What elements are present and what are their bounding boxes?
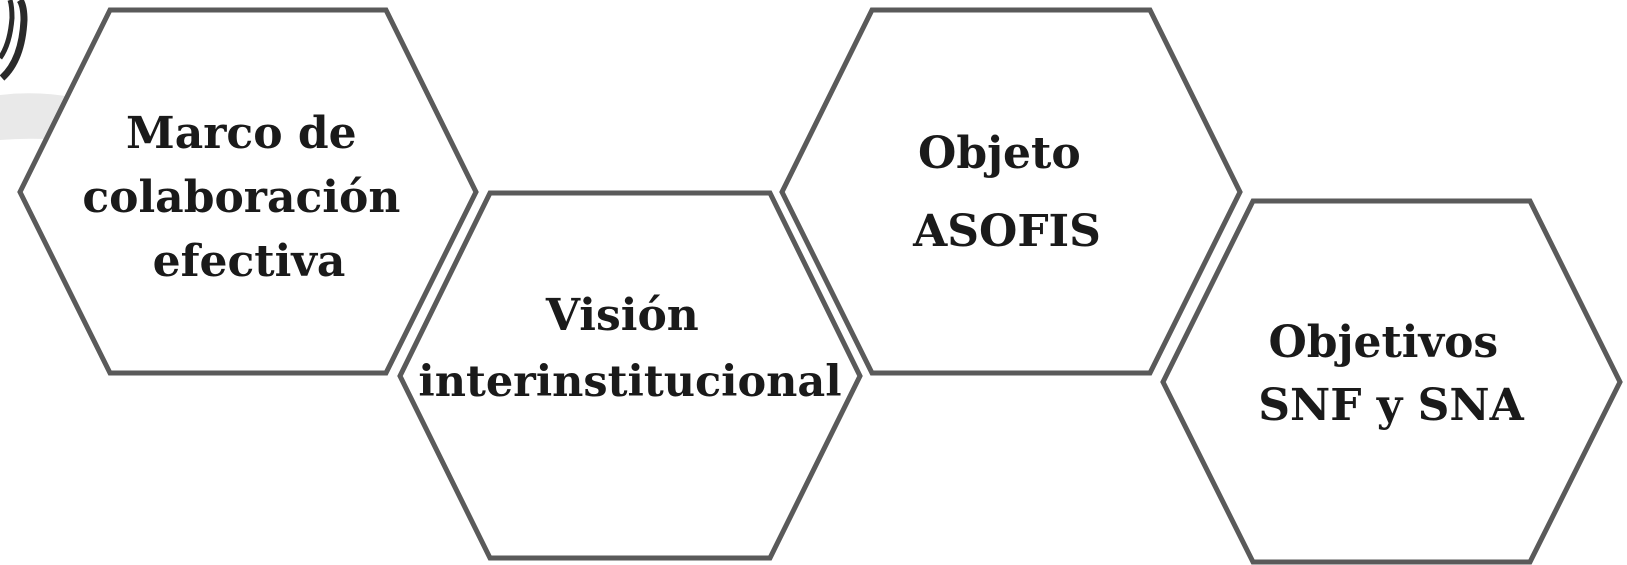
hexagon-2-label: Visión interinstitucional (418, 290, 841, 407)
hexagon-marco-colaboracion: Marco de colaboración efectiva (17, 7, 479, 376)
hexagon-4-label: Objetivos SNF y SNA (1258, 317, 1524, 431)
hexagon-3-shape (779, 7, 1243, 376)
hexagon-1-line-3: efectiva (153, 236, 346, 287)
hexagon-vision-interinstitucional: Visión interinstitucional (397, 190, 863, 561)
hexagon-1-label: Marco de colaboración efectiva (82, 108, 415, 287)
hexagon-1-shape (17, 7, 479, 376)
hexagon-objeto-asofis: Objeto ASOFIS (779, 7, 1243, 376)
hexagon-objetivos-snf-sna: Objetivos SNF y SNA (1160, 198, 1623, 565)
hexagon-3-line-2: ASOFIS (912, 206, 1101, 257)
hexagon-3-label: Objeto ASOFIS (912, 128, 1101, 257)
hexagon-2-shape (397, 190, 863, 561)
hexagon-1-line-2: colaboración (82, 172, 400, 223)
hexagon-2-line-1: Visión (545, 290, 699, 341)
hexagon-2-line-2: interinstitucional (418, 357, 841, 407)
hexagon-4-line-2: SNF y SNA (1258, 380, 1524, 431)
hexagon-4-shape (1160, 198, 1623, 565)
hexagon-3-line-1: Objeto (918, 128, 1081, 179)
hexagon-4-line-1: Objetivos (1268, 317, 1498, 368)
hexagon-1-line-1: Marco de (126, 108, 357, 159)
